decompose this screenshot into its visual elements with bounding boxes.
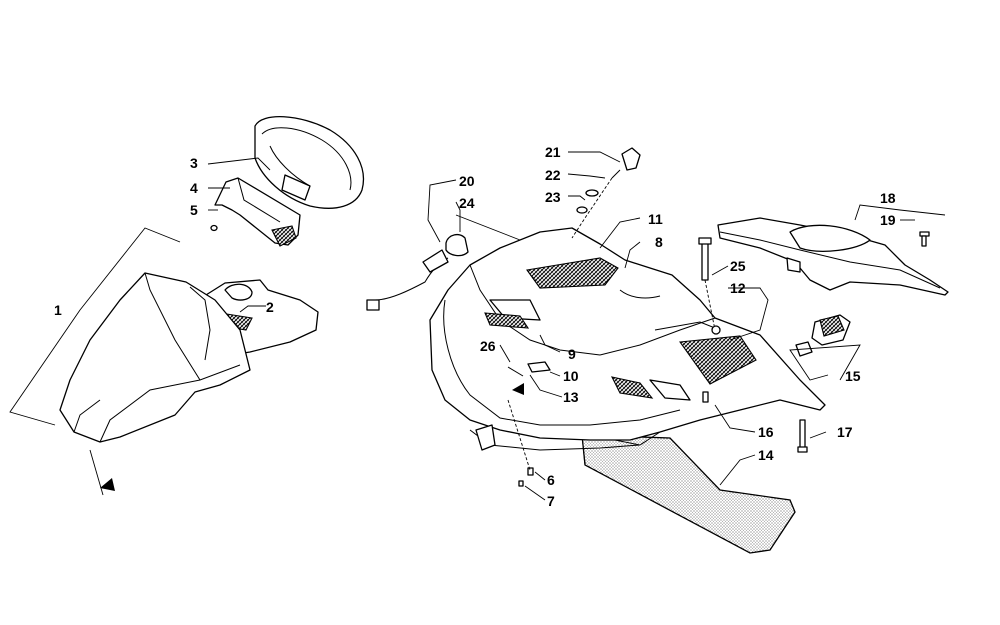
part-24-switch	[445, 233, 469, 257]
callout-22: 22	[545, 167, 561, 183]
callout-2: 2	[266, 299, 274, 315]
part-3-gauge-housing	[254, 116, 364, 209]
part-13-cover	[527, 361, 551, 373]
part-25-washer	[711, 325, 721, 335]
callout-11: 11	[648, 211, 663, 227]
part-25-bolt	[698, 237, 712, 281]
callout-4: 4	[190, 180, 198, 196]
callout-24: 24	[459, 195, 475, 211]
callout-21: 21	[545, 144, 561, 160]
key-axis	[571, 177, 613, 239]
part-23-washer	[576, 206, 588, 214]
part-19-screw	[919, 231, 930, 247]
part-6-screw	[527, 467, 534, 476]
callout-6: 6	[547, 472, 555, 488]
callout-14: 14	[758, 447, 774, 463]
part-22-nut	[585, 189, 599, 197]
callout-18: 18	[880, 190, 896, 206]
leaders-main	[427, 151, 946, 501]
callout-19: 19	[880, 212, 896, 228]
leaders-left	[9, 157, 271, 496]
callout-15: 15	[845, 368, 861, 384]
part-17-bolt	[797, 419, 808, 453]
callout-17: 17	[837, 424, 853, 440]
part-25-axis	[704, 279, 716, 331]
main-console-body	[429, 227, 826, 451]
direction-arrow-left	[100, 478, 115, 491]
part-21-key	[611, 147, 641, 179]
callout-10: 10	[563, 368, 579, 384]
callout-1: 1	[54, 302, 62, 318]
callout-5: 5	[190, 202, 198, 218]
callout-12: 12	[730, 280, 746, 296]
callout-23: 23	[545, 189, 561, 205]
callout-26: 26	[480, 338, 496, 354]
part-12-grip-pad	[679, 335, 757, 385]
part-10-grip-pad	[610, 376, 654, 399]
callout-7: 7	[547, 493, 555, 509]
callout-25: 25	[730, 258, 746, 274]
part-18-rear-cover	[717, 217, 949, 296]
part-20-wire-harness	[366, 249, 449, 311]
part-7-screw	[518, 480, 524, 487]
part-1-front-shroud	[59, 272, 251, 443]
part-5-washer	[210, 224, 218, 232]
callout-20: 20	[459, 173, 475, 189]
part-16-screw	[702, 391, 709, 403]
part-4-mount-bracket	[214, 177, 301, 247]
part-26-spring	[507, 366, 524, 377]
grip-pads	[484, 257, 757, 399]
callout-16: 16	[758, 424, 774, 440]
callout-8: 8	[655, 234, 663, 250]
callout-3: 3	[190, 155, 198, 171]
callout-9: 9	[568, 346, 576, 362]
callout-13: 13	[563, 389, 579, 405]
part-15-power-outlet	[795, 314, 851, 357]
part-6-axis	[507, 399, 531, 471]
part-9-grip-pad	[484, 312, 530, 329]
direction-arrow-center	[512, 383, 524, 395]
part-11-grip-pad	[526, 257, 619, 289]
